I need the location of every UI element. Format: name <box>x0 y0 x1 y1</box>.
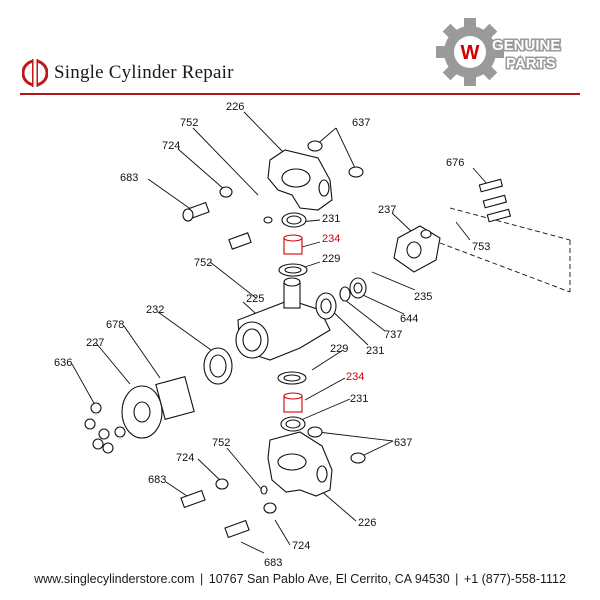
callout-724b: 724 <box>176 452 194 464</box>
callout-637a: 637 <box>352 117 370 129</box>
brand-name: Single Cylinder Repair <box>54 62 234 83</box>
badge-letter: W <box>461 42 480 64</box>
callout-724a: 724 <box>162 140 180 152</box>
callout-683c: 683 <box>264 557 282 569</box>
badge-line2: PARTS <box>506 55 556 72</box>
footer-separator-1: | <box>200 572 204 586</box>
badge-line1: GENUINE <box>492 37 560 54</box>
brand-logo-icon <box>22 57 48 89</box>
callout-226a: 226 <box>226 101 244 113</box>
callout-737: 737 <box>384 329 402 341</box>
callout-636: 636 <box>54 357 72 369</box>
callout-234a: 234 <box>322 233 340 245</box>
footer-separator-2: | <box>455 572 459 586</box>
callout-683b: 683 <box>148 474 166 486</box>
callout-644: 644 <box>400 313 418 325</box>
callout-227: 227 <box>86 337 104 349</box>
callout-234b: 234 <box>346 371 364 383</box>
callout-753: 753 <box>472 241 490 253</box>
callout-752c: 752 <box>212 437 230 449</box>
callout-752a: 752 <box>180 117 198 129</box>
footer: www.singlecylinderstore.com | 10767 San … <box>0 572 600 586</box>
footer-phone[interactable]: +1 (877)-558-1112 <box>463 572 566 586</box>
footer-address: 10767 San Pablo Ave, El Cerrito, CA 9453… <box>208 572 450 586</box>
genuine-parts-badge: W GENUINE PARTS <box>436 18 562 86</box>
callout-231c: 231 <box>350 393 368 405</box>
callout-683a: 683 <box>120 172 138 184</box>
header-divider <box>20 93 580 95</box>
footer-website[interactable]: www.singlecylinderstore.com <box>34 572 195 586</box>
callout-637b: 637 <box>394 437 412 449</box>
callout-752b: 752 <box>194 257 212 269</box>
callout-678: 678 <box>106 319 124 331</box>
callout-231a: 231 <box>322 213 340 225</box>
callout-225: 225 <box>246 293 264 305</box>
callout-724c: 724 <box>292 540 310 552</box>
callout-226b: 226 <box>358 517 376 529</box>
callout-229b: 229 <box>330 343 348 355</box>
callout-231b: 231 <box>366 345 384 357</box>
callout-235: 235 <box>414 291 432 303</box>
callout-232: 232 <box>146 304 164 316</box>
callout-237: 237 <box>378 204 396 216</box>
brand: Single Cylinder Repair <box>22 56 234 90</box>
callout-676: 676 <box>446 157 464 169</box>
callout-229a: 229 <box>322 253 340 265</box>
